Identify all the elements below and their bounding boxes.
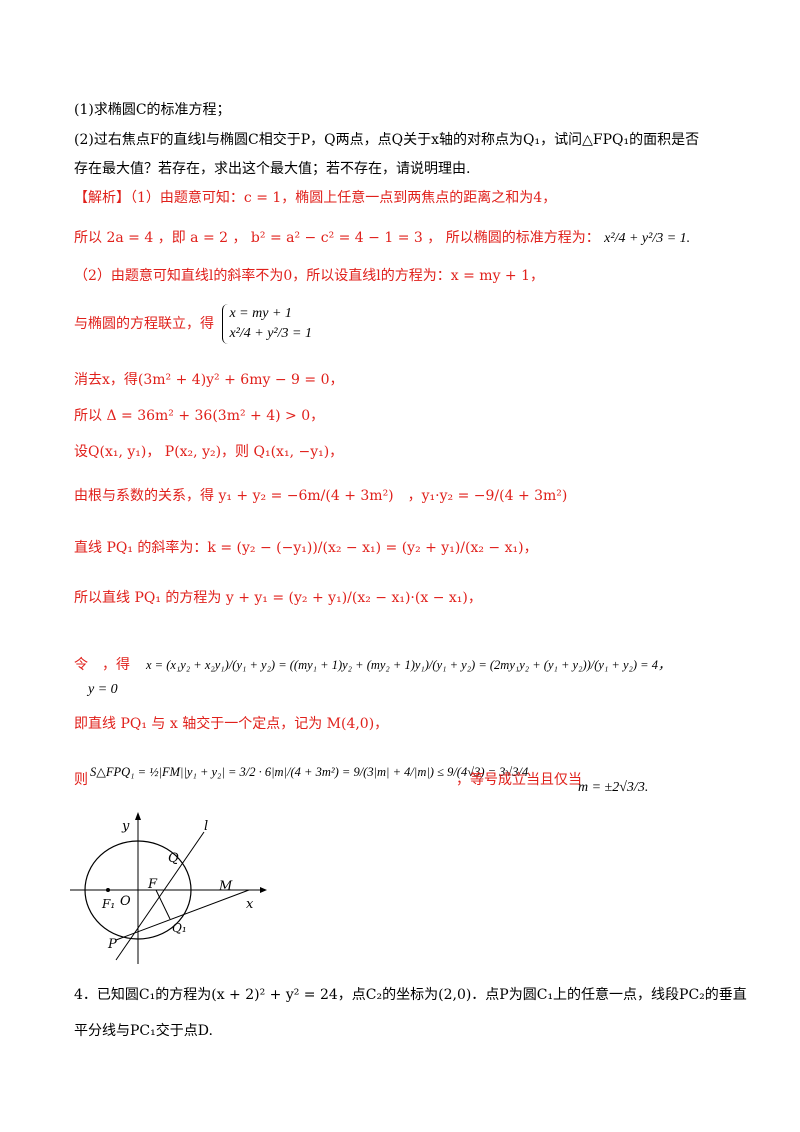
segment-fq1 <box>155 889 171 920</box>
label-x: x <box>246 897 254 912</box>
label-p: P <box>107 937 117 952</box>
equation-system: x = my + 1 x²/4 + y²/3 = 1 <box>222 304 312 344</box>
solution-line-2: 所以 2a = 4 ，即 a = 2 ， b² = a² − c² = 4 − … <box>74 228 690 249</box>
solution-combine-text: 与椭圆的方程联立，得 <box>74 316 214 332</box>
solution-line-4: 与椭圆的方程联立，得 x = my + 1 x²/4 + y²/3 = 1 <box>74 300 312 348</box>
label-o: O <box>120 894 131 909</box>
ellipse-diagram: y l Q F M F₁ O x P Q₁ <box>70 812 267 964</box>
solution-line-6: 所以 Δ = 36m² + 36(3m² + 4) > 0， <box>74 408 325 424</box>
question-4-line2: 平分线与PC₁交于点D. <box>74 1023 213 1039</box>
equality-condition-text: ，等号成立当且仅当 <box>456 772 582 788</box>
x-axis-arrow <box>260 887 267 893</box>
let-text: 令 ，得 <box>74 657 130 673</box>
question-4-line1: 4．已知圆C₁的方程为(x + 2)² + y² = 24，点C₂的坐标为(2,… <box>74 987 747 1003</box>
system-line-1: x = my + 1 <box>229 306 292 321</box>
solution-line-1: 【解析】（1）由题意可知：c = 1，椭圆上任意一点到两焦点的距离之和为4， <box>74 188 556 208</box>
question-part2-line2: 存在最大值？若存在，求出这个最大值；若不存在，请说明理由. <box>74 161 471 177</box>
solution-line-13-prefix: 则 <box>74 772 88 788</box>
label-f1: F₁ <box>101 897 115 911</box>
label-f: F <box>147 877 158 892</box>
solution-line-3: （2）由题意可知直线l的斜率不为0，所以设直线l的方程为：x = my + 1， <box>74 268 545 284</box>
question-part1: (1)求椭圆C的标准方程； <box>74 102 231 118</box>
solution-line-9: 直线 PQ₁ 的斜率为：k = (y₂ − (−y₁))/(x₂ − x₁) =… <box>74 540 538 556</box>
solution-line-8: 由根与系数的关系，得 y₁ + y₂ = −6m/(4 + 3m²) ，y₁·y… <box>74 488 568 504</box>
solution-line-7: 设Q(x₁, y₁)， P(x₂, y₂)，则 Q₁(x₁, −y₁)， <box>74 444 344 460</box>
system-line-2: x²/4 + y²/3 = 1 <box>229 326 312 341</box>
solution-step1: （1）由题意可知：c = 1，椭圆上任意一点到两焦点的距离之和为4， <box>130 190 557 206</box>
solution-line-11: 令 ，得 <box>74 655 130 675</box>
equality-condition-value: m = ±2√3/3. <box>578 780 649 795</box>
ellipse-standard-equation: x²/4 + y²/3 = 1. <box>604 231 691 246</box>
line-pq1 <box>115 889 250 941</box>
solution-tag: 【解析】 <box>74 190 130 206</box>
label-l: l <box>204 819 208 834</box>
question-part2-line1: (2)过右焦点F的直线l与椭圆C相交于P，Q两点，点Q关于x轴的对称点为Q₁，试… <box>74 132 700 148</box>
solution-line-10: 所以直线 PQ₁ 的方程为 y + y₁ = (y₂ + y₁)/(x₂ − x… <box>74 590 482 606</box>
focus-f1-point <box>106 888 110 892</box>
solution-line-5: 消去x，得(3m² + 4)y² + 6my − 9 = 0， <box>74 372 344 388</box>
label-q: Q <box>168 851 179 866</box>
area-derivation: S△FPQ₁ = ½|FM||y₁ + y₂| = 3/2 · 6|m|/(4 … <box>90 765 529 779</box>
solution-line-12: 即直线 PQ₁ 与 x 轴交于一个定点，记为 M(4,0)， <box>74 716 389 732</box>
label-y: y <box>121 819 130 834</box>
x-intercept-derivation: x = (x₁y₂ + x₂y₁)/(y₁ + y₂) = ((my₁ + 1)… <box>146 658 671 672</box>
y-axis-arrow <box>135 812 141 820</box>
let-y-zero: y = 0 <box>88 682 118 697</box>
line-l <box>115 831 205 961</box>
solution-semi-axes: 所以 2a = 4 ，即 a = 2 ， b² = a² − c² = 4 − … <box>74 230 600 246</box>
ellipse <box>84 840 192 940</box>
label-m: M <box>218 879 233 894</box>
label-q1: Q₁ <box>172 921 187 935</box>
